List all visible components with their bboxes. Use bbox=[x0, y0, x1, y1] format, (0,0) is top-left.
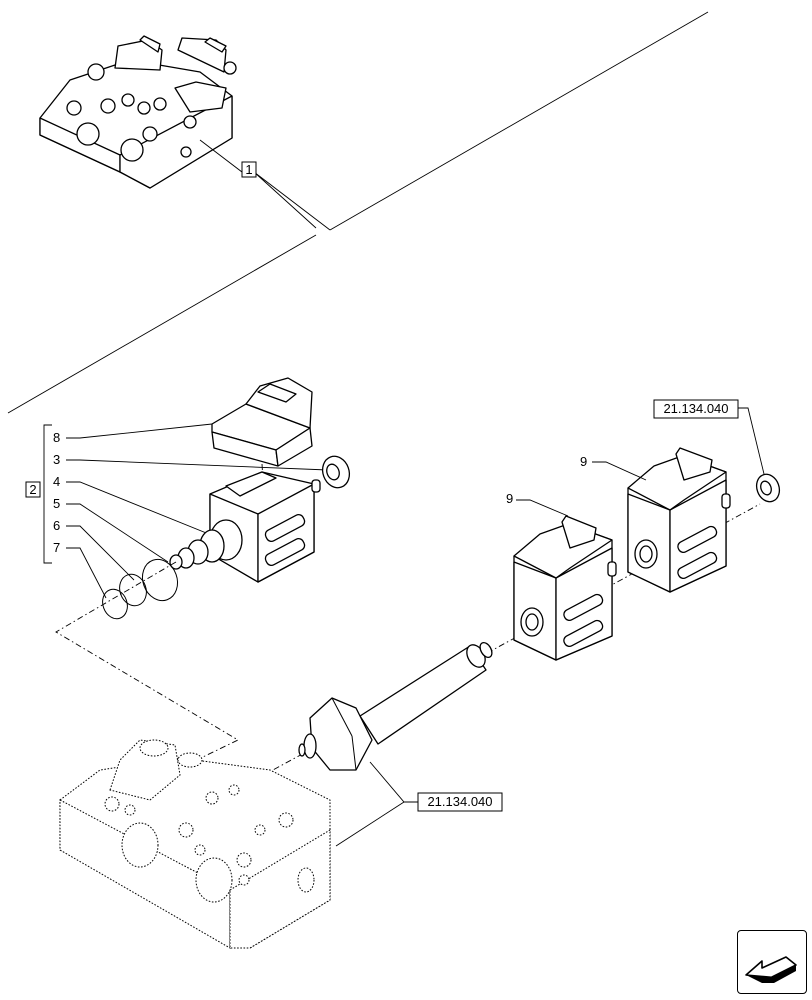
reference-upper-label: 21.134.040 bbox=[663, 401, 728, 416]
solenoid-coil-9-front bbox=[513, 515, 617, 661]
nut-upper-right bbox=[755, 473, 781, 503]
group-bracket-2: 2 bbox=[25, 424, 52, 564]
valve-body-dotted bbox=[59, 739, 331, 949]
separator-lines bbox=[7, 11, 709, 414]
callout-2-label: 2 bbox=[29, 482, 36, 497]
o-rings bbox=[102, 558, 179, 620]
item-9-leader-b bbox=[592, 461, 647, 481]
item-leaders bbox=[66, 423, 329, 599]
item-9-leader-a bbox=[516, 499, 569, 517]
solenoid-coil-9-rear bbox=[627, 447, 731, 593]
previous-page-button[interactable] bbox=[737, 930, 807, 994]
item-9-label-a: 9 bbox=[506, 491, 513, 506]
valve-assembly-overview bbox=[39, 35, 237, 189]
nut-3 bbox=[321, 455, 351, 489]
valve-cartridge bbox=[298, 641, 493, 771]
reference-box-lower: 21.134.040 bbox=[335, 761, 503, 847]
item-4-label: 4 bbox=[53, 474, 60, 489]
callout-1-label: 1 bbox=[245, 162, 252, 177]
reference-lower-label: 21.134.040 bbox=[427, 794, 492, 809]
item-8-label: 8 bbox=[53, 430, 60, 445]
callout-1: 1 bbox=[199, 139, 331, 231]
item-3-label: 3 bbox=[53, 452, 60, 467]
item-9-label-b: 9 bbox=[580, 454, 587, 469]
item-5-label: 5 bbox=[53, 496, 60, 511]
solenoid-coil-assembly bbox=[169, 471, 321, 583]
item-6-label: 6 bbox=[53, 518, 60, 533]
previous-page-arrow-icon bbox=[745, 956, 797, 983]
connector-cap-8 bbox=[211, 377, 313, 499]
item-7-label: 7 bbox=[53, 540, 60, 555]
reference-box-upper: 21.134.040 bbox=[653, 399, 765, 475]
